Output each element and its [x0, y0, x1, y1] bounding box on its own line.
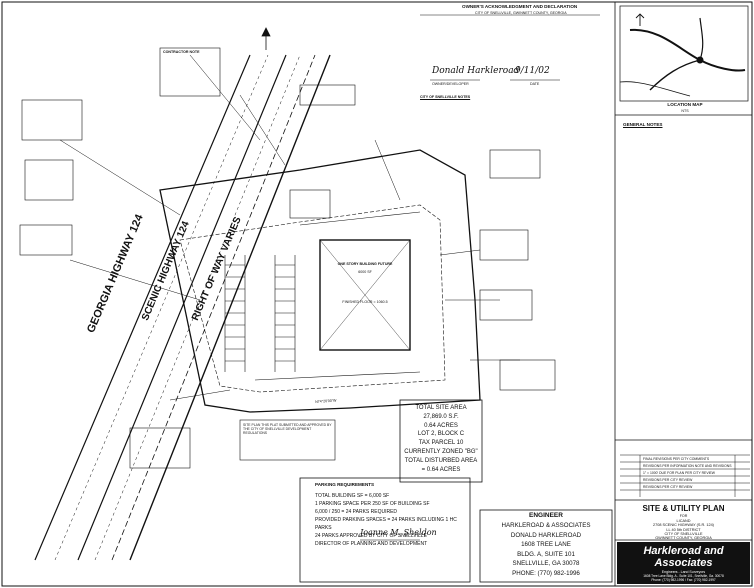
city-notes-title: CITY OF SNELLVILLE NOTES	[420, 95, 471, 99]
site-data-line: = 0.64 ACRES	[421, 466, 461, 473]
parking-block: TOTAL BUILDING SF = 6,000 SF 1 PARKING S…	[315, 492, 465, 548]
director-signature: Joanne M. Sheldon	[360, 528, 437, 537]
parking-line: 6,000 / 250 = 24 PARKS REQUIRED	[315, 509, 398, 515]
firm-tagline: Engineers - Land Surveyors	[661, 570, 706, 574]
location-map	[619, 5, 749, 102]
storm-note: SITE PLAN THIS PLAT SUBMITTED AND APPROV…	[243, 423, 332, 436]
title-block-lines: LICAND 2708 SCENIC HIGHWAY (S.R. 124) LL…	[617, 519, 750, 540]
engineer-title: ENGINEER	[529, 512, 563, 519]
title-line: GWINNETT COUNTY, GEORGIA	[655, 536, 712, 541]
building-ffe: FINISHED FLOOR = 1060.5	[342, 300, 388, 304]
firm-name-line1: Harkleroad and	[643, 545, 724, 557]
owner-sign-date: 9/11/02	[515, 66, 550, 76]
engineer-block: HARKLEROAD & ASSOCIATES DONALD HARKLEROA…	[482, 521, 610, 578]
engineer-line: HARKLEROAD & ASSOCIATES	[501, 522, 591, 529]
sheet-for: FOR	[679, 514, 688, 518]
location-map-title: LOCATION MAP	[667, 102, 703, 107]
engineer-line: BLDG. A, SUITE 101	[517, 550, 575, 558]
building-footprint	[319, 239, 411, 351]
general-notes-body	[622, 132, 747, 432]
engineer-line: SNELLVILLE, GA 30078	[512, 560, 580, 567]
site-data-block: TOTAL SITE AREA 27,869.0 S.F. 0.64 ACRES…	[402, 404, 480, 474]
parking-line: TOTAL BUILDING SF = 6,000 SF	[315, 493, 390, 499]
firm-phone: Phone: (770) 982-1996 / Fax: (770) 982-1…	[651, 578, 716, 582]
title-line: LICAND	[676, 519, 691, 523]
firm-address: 1608 Tree Lane Bldg. A - Suite 101, Snel…	[643, 574, 724, 578]
sheet-title: SITE & UTILITY PLAN	[642, 504, 725, 513]
firm-name-line2: Associates	[654, 557, 713, 569]
north-arrow	[261, 27, 271, 50]
general-notes-title: GENERAL NOTES	[623, 122, 663, 127]
city-notes-body	[420, 103, 605, 333]
site-data-line: TOTAL SITE AREA	[415, 405, 467, 411]
engineer-line: PHONE: (770) 982-1996	[512, 569, 580, 577]
title-line: 2708 SCENIC HIGHWAY (S.R. 124)	[653, 523, 714, 528]
contractor-note-label: CONTRACTOR NOTE	[163, 50, 200, 54]
revision-row: REVISIONS PER INFORMATION NOTE AND REVIS…	[643, 464, 732, 468]
location-map-scale: NTS	[681, 109, 689, 113]
site-data-line: 27,869.0 S.F.	[423, 413, 459, 420]
title-line: LL 40 5th DISTRICT	[666, 527, 701, 532]
engineer-line: DONALD HARKLEROAD	[510, 531, 582, 539]
owner-signature: Donald Harkleroad	[432, 66, 520, 76]
owner-date-label: DATE	[530, 82, 540, 86]
owner-ack-title: OWNER'S ACKNOWLEDGMENT AND DECLARATION	[462, 4, 578, 9]
revision-row: FINAL REVISIONS PER CITY COMMENTS	[643, 457, 710, 461]
revision-row: REVISIONS PER CITY REVIEW	[643, 478, 693, 482]
title-line: CITY OF SNELLVILLE	[664, 531, 703, 536]
owner-ack-subtitle: CITY OF SNELLVILLE, GWINNETT COUNTY, GEO…	[475, 11, 567, 15]
parking-line: PROVIDED PARKING SPACES = 24 PARKS INCLU…	[315, 517, 457, 531]
parking-title: PARKING REQUIREMENTS	[315, 482, 375, 487]
property-boundary	[159, 149, 481, 413]
parking-line: 1 PARKING SPACE PER 250 SF OF BUILDING S…	[315, 501, 430, 507]
site-data-line: TAX PARCEL 10	[418, 440, 464, 447]
engineer-line: 1608 TREE LANE	[521, 541, 571, 548]
site-data-line: LOT 2, BLOCK C	[417, 431, 465, 438]
parking-line: 24 PARKS APPROVED BY CITY OF SNELLVILLE	[315, 533, 427, 539]
parking-stalls	[224, 211, 421, 381]
site-data-line: CURRENTLY ZONED "BG"	[404, 448, 478, 455]
revision-table: FINAL REVISIONS PER CITY COMMENTS REVISI…	[643, 456, 733, 491]
building-label: ONE STORY BUILDING FUTURE	[337, 262, 393, 266]
owner-signer-label: OWNER/DEVELOPER	[432, 82, 469, 86]
revision-row: REVISIONS PER CITY REVIEW	[643, 485, 693, 489]
highway-124	[34, 54, 331, 561]
building-area: 6000 SF	[358, 270, 372, 274]
revision-row: 1" = 1000' DUE FOR PLAN PER CITY REVIEW	[643, 471, 715, 475]
site-data-line: TOTAL DISTURBED AREA	[404, 457, 478, 464]
parking-line: DIRECTOR OF PLANNING AND DEVELOPMENT	[315, 541, 428, 547]
site-data-line: 0.64 ACRES	[424, 422, 458, 429]
